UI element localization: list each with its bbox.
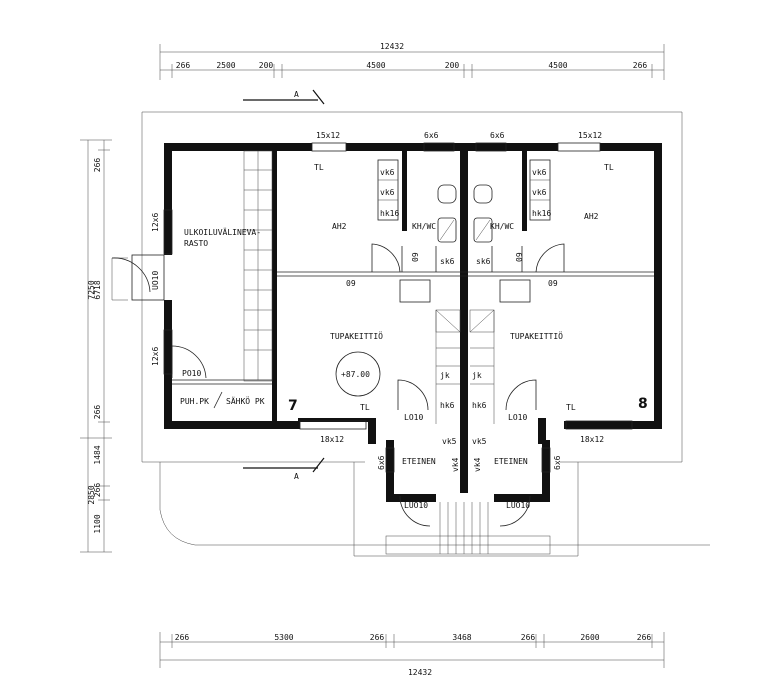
room-ah2-right: AH2: [584, 212, 599, 221]
label-hk16-b: hk16: [532, 209, 551, 218]
label-hk6-b: hk6: [472, 401, 487, 410]
bottom-dimension-chain: 266 5300 266 3468 266 2600 266 12432: [159, 632, 665, 677]
label-door-09-b: 09: [548, 279, 558, 288]
dim-top-total: 12432: [380, 42, 404, 51]
label-hk16-a: hk16: [380, 209, 399, 218]
dim-bottom-4: 266: [521, 633, 536, 642]
label-po10: PO10: [182, 369, 201, 378]
dim-bottom-1: 5300: [274, 633, 293, 642]
label-lo10-a: LO10: [404, 413, 423, 422]
label-jk-b: jk: [472, 371, 482, 380]
label-vk6-c: vk6: [532, 168, 547, 177]
dim-bottom-2: 266: [370, 633, 385, 642]
label-w-6x6-a: 6x6: [424, 131, 439, 140]
windows: [163, 142, 633, 473]
fixture-labels: vk6 vk6 hk16 vk6 vk6 hk16 sk6 sk6 jk jk …: [182, 163, 614, 510]
label-luo10-a: LUO10: [404, 501, 428, 510]
dim-bottom-6: 266: [637, 633, 652, 642]
room-eteinen-left: ETEINEN: [402, 457, 436, 466]
label-lo10-b: LO10: [508, 413, 527, 422]
dim-left-inner-0: 266: [93, 158, 102, 173]
dim-top-1: 2500: [216, 61, 235, 70]
label-w-18x12-right: 18x12: [580, 435, 604, 444]
label-tl-b: TL: [604, 163, 614, 172]
label-vk4-b: vk4: [473, 457, 482, 472]
section-marker-bottom: A: [243, 457, 325, 481]
label-door-09-left: 09: [411, 252, 420, 262]
roof-outline: [141, 111, 710, 557]
label-w-12x6-b: 12x6: [151, 347, 160, 366]
room-labels: ULKOILUVÄLINEVA- RASTO AH2 AH2 KH/WC KH/…: [180, 212, 648, 466]
label-w-6x6-b: 6x6: [490, 131, 505, 140]
room-tupa-right: TUPAKEITTIÖ: [510, 331, 563, 341]
label-door-uo10: UO10: [151, 271, 160, 290]
room-storage-2: RASTO: [184, 239, 208, 248]
section-marker-top: A: [243, 89, 325, 105]
dim-left-inner-4: 266: [93, 483, 102, 498]
room-tupa-left: TUPAKEITTIÖ: [330, 331, 383, 341]
dim-bottom-0: 266: [175, 633, 190, 642]
dim-top-2: 200: [259, 61, 274, 70]
dim-left-outer-1: 2850: [87, 485, 96, 504]
bathroom-fixtures: [377, 159, 551, 243]
label-vk5-b: vk5: [472, 437, 487, 446]
opening-labels: 15x12 15x12 6x6 6x6 12x6 12x6 18x12 18x1…: [151, 131, 604, 470]
doors: [111, 243, 565, 555]
room-puh-pk: PUH.PK: [180, 397, 209, 406]
room-khwc-left: KH/WC: [412, 222, 436, 231]
dim-top-4: 200: [445, 61, 460, 70]
elevation-mark: +87.00: [341, 370, 370, 379]
label-sk6-b: sk6: [476, 257, 491, 266]
label-w-6x6-left: 6x6: [377, 455, 386, 470]
storage-shelving: [243, 150, 273, 382]
label-hk6-a: hk6: [440, 401, 455, 410]
room-storage: ULKOILUVÄLINEVA-: [184, 227, 261, 237]
label-jk-a: jk: [440, 371, 450, 380]
label-tl-c: TL: [360, 403, 370, 412]
label-w-12x6-a: 12x6: [151, 213, 160, 232]
label-vk4-a: vk4: [451, 457, 460, 472]
section-label-bottom: A: [294, 472, 299, 481]
dim-top-6: 266: [633, 61, 648, 70]
label-luo10-b: LUO10: [506, 501, 530, 510]
room-ah2-left: AH2: [332, 222, 347, 231]
dim-left-outer-0: 7250: [87, 280, 96, 299]
interior-walls: [172, 151, 654, 421]
dim-left-inner-2: 266: [93, 405, 102, 420]
left-dimension-chain: 7250 2850 266 6718 266 1484 266 1100: [80, 139, 112, 553]
kitchen-fixtures: [335, 279, 531, 424]
room-khwc-right: KH/WC: [490, 222, 514, 231]
dim-top-5: 4500: [548, 61, 567, 70]
dim-left-inner-1: 6718: [93, 280, 102, 299]
label-w-15x12-right: 15x12: [578, 131, 602, 140]
label-tl-a: TL: [314, 163, 324, 172]
label-door-09-a: 09: [346, 279, 356, 288]
dim-top-0: 266: [176, 61, 191, 70]
unit-number-7: 7: [288, 398, 298, 414]
label-tl-d: TL: [566, 403, 576, 412]
label-w-18x12-left: 18x12: [320, 435, 344, 444]
unit-number-8: 8: [638, 396, 648, 412]
label-vk6-a: vk6: [380, 168, 395, 177]
label-w-6x6-right: 6x6: [553, 455, 562, 470]
dim-bottom-5: 2600: [580, 633, 599, 642]
dim-top-3: 4500: [366, 61, 385, 70]
room-eteinen-right: ETEINEN: [494, 457, 528, 466]
dim-bottom-3: 3468: [452, 633, 471, 642]
dim-bottom-total: 12432: [408, 668, 432, 677]
exterior-walls: [164, 143, 662, 502]
label-w-15x12-left: 15x12: [316, 131, 340, 140]
label-vk6-b: vk6: [380, 188, 395, 197]
top-dimension-chain: 12432 266 2500 200 4500 200 4500 266: [159, 42, 665, 80]
label-vk5-a: vk5: [442, 437, 457, 446]
label-vk6-d: vk6: [532, 188, 547, 197]
room-sahko-pk: SÄHKÖ PK: [226, 396, 265, 406]
label-door-09-right: 09: [515, 252, 524, 262]
dim-left-inner-5: 1100: [93, 514, 102, 533]
label-sk6-a: sk6: [440, 257, 455, 266]
section-label-top: A: [294, 90, 299, 99]
dim-left-inner-3: 1484: [93, 445, 102, 464]
